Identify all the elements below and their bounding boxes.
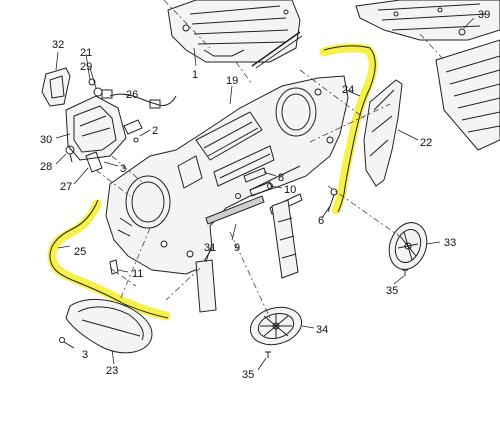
callout-27: 27	[60, 181, 72, 193]
trim-strip-24	[323, 45, 376, 213]
callout-31: 31	[204, 242, 216, 254]
gasket-32	[41, 67, 71, 107]
callout-26: 26	[126, 89, 138, 101]
screw-35-right	[402, 269, 408, 276]
screw-39	[458, 28, 466, 36]
leader-24	[345, 89, 361, 97]
callout-35-lower: 35	[242, 369, 254, 381]
trim-strip-25	[49, 199, 169, 319]
assembly-line	[165, 267, 201, 301]
leader-1	[193, 47, 197, 67]
clip-8	[243, 167, 267, 183]
callout-19: 19	[226, 75, 238, 87]
leader-9	[231, 223, 237, 241]
antenna-rod-inner	[255, 35, 303, 69]
leader-34	[301, 325, 315, 329]
leader-35b	[257, 357, 267, 371]
callout-35-right: 35	[386, 285, 398, 297]
callout-9: 9	[234, 242, 240, 254]
leader-31	[205, 243, 213, 263]
leader-33	[425, 241, 441, 245]
assembly-line	[299, 69, 365, 119]
speaker-33	[388, 222, 428, 270]
screw-3-lower	[59, 337, 75, 349]
leader-26	[121, 93, 133, 97]
callout-6: 6	[318, 215, 324, 227]
assembly-line	[109, 267, 137, 287]
leader-19	[229, 85, 233, 105]
assembly-line	[419, 33, 445, 61]
assembly-line	[163, 0, 211, 49]
right-finned-panel	[435, 39, 500, 151]
assembly-line	[309, 103, 391, 143]
callout-3-upper: 3	[120, 163, 126, 175]
clip-10	[249, 181, 273, 197]
leader-29	[89, 67, 97, 89]
knob-29	[93, 87, 103, 97]
leader-25	[57, 245, 71, 249]
screw-35-lower	[265, 351, 271, 358]
assembly-line	[327, 185, 403, 239]
callout-8: 8	[278, 172, 284, 184]
callout-30: 30	[40, 134, 52, 146]
leader-28	[55, 153, 67, 165]
grommet-28	[65, 145, 75, 163]
bracket-rod-9	[205, 193, 303, 225]
leader-11	[117, 269, 129, 273]
callout-33: 33	[444, 237, 456, 249]
side-cover-22	[363, 79, 403, 187]
leader-3a	[103, 161, 119, 167]
callout-32: 32	[52, 39, 64, 51]
assembly-line	[229, 231, 271, 319]
callout-2: 2	[152, 125, 158, 137]
radio-housing-part	[167, 0, 301, 63]
connector-2	[123, 119, 143, 143]
highlight-trim-strip-25[interactable]	[47, 199, 171, 321]
antenna-rod	[251, 31, 301, 67]
callout-22: 22	[420, 137, 432, 149]
callout-24: 24	[342, 84, 354, 96]
leader-23	[111, 349, 115, 365]
callout-29: 29	[80, 61, 92, 73]
leader-21	[85, 53, 91, 81]
assembly-line	[111, 155, 143, 183]
clip-27	[85, 151, 103, 173]
mount-bracket-31	[195, 199, 299, 313]
leader-22	[397, 129, 419, 141]
leader-10	[269, 185, 283, 189]
callout-1: 1	[192, 69, 198, 81]
callout-23: 23	[106, 365, 118, 377]
clip-11	[109, 259, 119, 275]
leader-6	[321, 205, 331, 219]
callout-39: 39	[478, 9, 490, 21]
gauge-module-30	[65, 95, 127, 161]
inner-fairing-part	[105, 75, 349, 275]
leader-27	[73, 167, 89, 185]
callout-3-lower: 3	[82, 349, 88, 361]
assembly-line	[119, 227, 151, 301]
callout-21: 21	[80, 47, 92, 59]
callout-34: 34	[316, 324, 328, 336]
assembly-line	[235, 61, 253, 85]
leader-2	[139, 129, 151, 137]
leader-35a	[393, 275, 405, 285]
callout-28: 28	[40, 161, 52, 173]
leader-8	[263, 171, 277, 177]
callout-10: 10	[284, 184, 296, 196]
speaker-34	[249, 306, 303, 346]
callout-11: 11	[132, 268, 143, 280]
leader-39	[463, 17, 475, 29]
leader-30	[55, 133, 71, 139]
callout-25: 25	[74, 246, 86, 258]
leader-32	[55, 51, 59, 71]
highlight-trim-strip-24[interactable]	[319, 43, 378, 215]
knob-21	[88, 78, 96, 86]
lower-cover-23	[65, 298, 153, 354]
